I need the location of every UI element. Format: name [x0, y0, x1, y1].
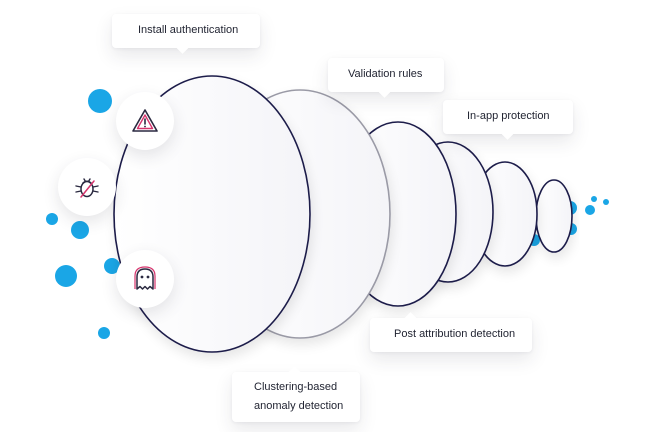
warning-triangle-icon — [132, 109, 158, 132]
rings-group — [113, 75, 573, 353]
ghost-bubble — [116, 250, 174, 308]
label-validation-rules: Validation rules — [328, 58, 444, 98]
label-text: Validation rules — [348, 68, 423, 80]
particle-dot — [104, 258, 120, 274]
particle-dot — [46, 213, 58, 225]
label-clustering-anomaly-detection: Clustering-based anomaly detection — [232, 366, 360, 422]
ring-5 — [535, 179, 573, 253]
particle-dot — [88, 89, 112, 113]
label-install-authentication: Install authentication — [112, 14, 260, 54]
label-text: Install authentication — [138, 24, 239, 36]
particle-dot — [55, 265, 77, 287]
label-text: In-app protection — [467, 110, 550, 122]
label-in-app-protection: In-app protection — [443, 100, 573, 140]
label-text: Post attribution detection — [394, 328, 516, 340]
bug-bubble — [58, 158, 116, 216]
particle-dot — [98, 327, 110, 339]
label-text: Clustering-based anomaly detection — [254, 381, 344, 412]
particle-dot — [71, 221, 89, 239]
bug-icon — [75, 178, 99, 198]
particle-dot — [585, 205, 595, 215]
particle-dot — [591, 196, 597, 202]
warning-bubble — [116, 92, 174, 150]
particle-dot — [603, 199, 609, 205]
ghost-icon — [134, 266, 156, 290]
label-post-attribution-detection: Post attribution detection — [370, 312, 532, 352]
